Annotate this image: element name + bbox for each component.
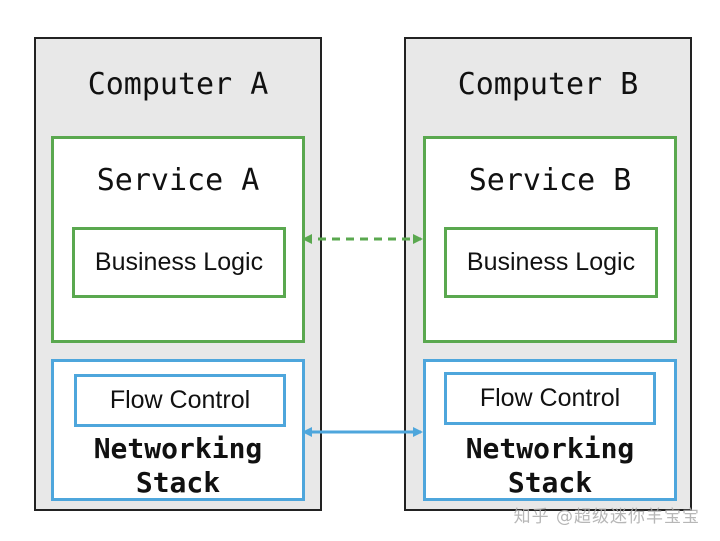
- networking-stack-b-label: Networking Stack: [426, 432, 674, 500]
- service-b-box: Service B Business Logic: [423, 136, 677, 343]
- networking-stack-a-line1: Networking: [93, 432, 263, 465]
- networking-stack-b-box: Flow Control Networking Stack: [423, 359, 677, 501]
- flow-control-a-label: Flow Control: [109, 386, 251, 414]
- watermark: 知乎 @超级迷你羊宝宝: [513, 507, 700, 527]
- business-logic-a-label: Business Logic: [94, 248, 264, 276]
- networking-stack-a-line2: Stack: [135, 466, 221, 499]
- computer-a-title: Computer A: [87, 67, 269, 102]
- service-a-box: Service A Business Logic: [51, 136, 305, 343]
- flow-control-a-box: Flow Control: [74, 374, 286, 427]
- flow-control-b-label: Flow Control: [479, 384, 621, 412]
- networking-stack-a-label: Networking Stack: [54, 432, 302, 500]
- business-logic-b-box: Business Logic: [444, 227, 658, 298]
- service-b-title: Service B: [468, 163, 632, 198]
- networking-stack-a-box: Flow Control Networking Stack: [51, 359, 305, 501]
- networking-stack-b-line1: Networking: [465, 432, 635, 465]
- computer-a-box: Computer A Service A Business Logic Flow…: [34, 37, 322, 511]
- computer-b-title: Computer B: [457, 67, 639, 102]
- networking-stack-b-line2: Stack: [507, 466, 593, 499]
- business-logic-a-box: Business Logic: [72, 227, 286, 298]
- business-logic-b-label: Business Logic: [466, 248, 636, 276]
- service-a-title: Service A: [96, 163, 260, 198]
- flow-control-b-box: Flow Control: [444, 372, 656, 425]
- computer-b-box: Computer B Service B Business Logic Flow…: [404, 37, 692, 511]
